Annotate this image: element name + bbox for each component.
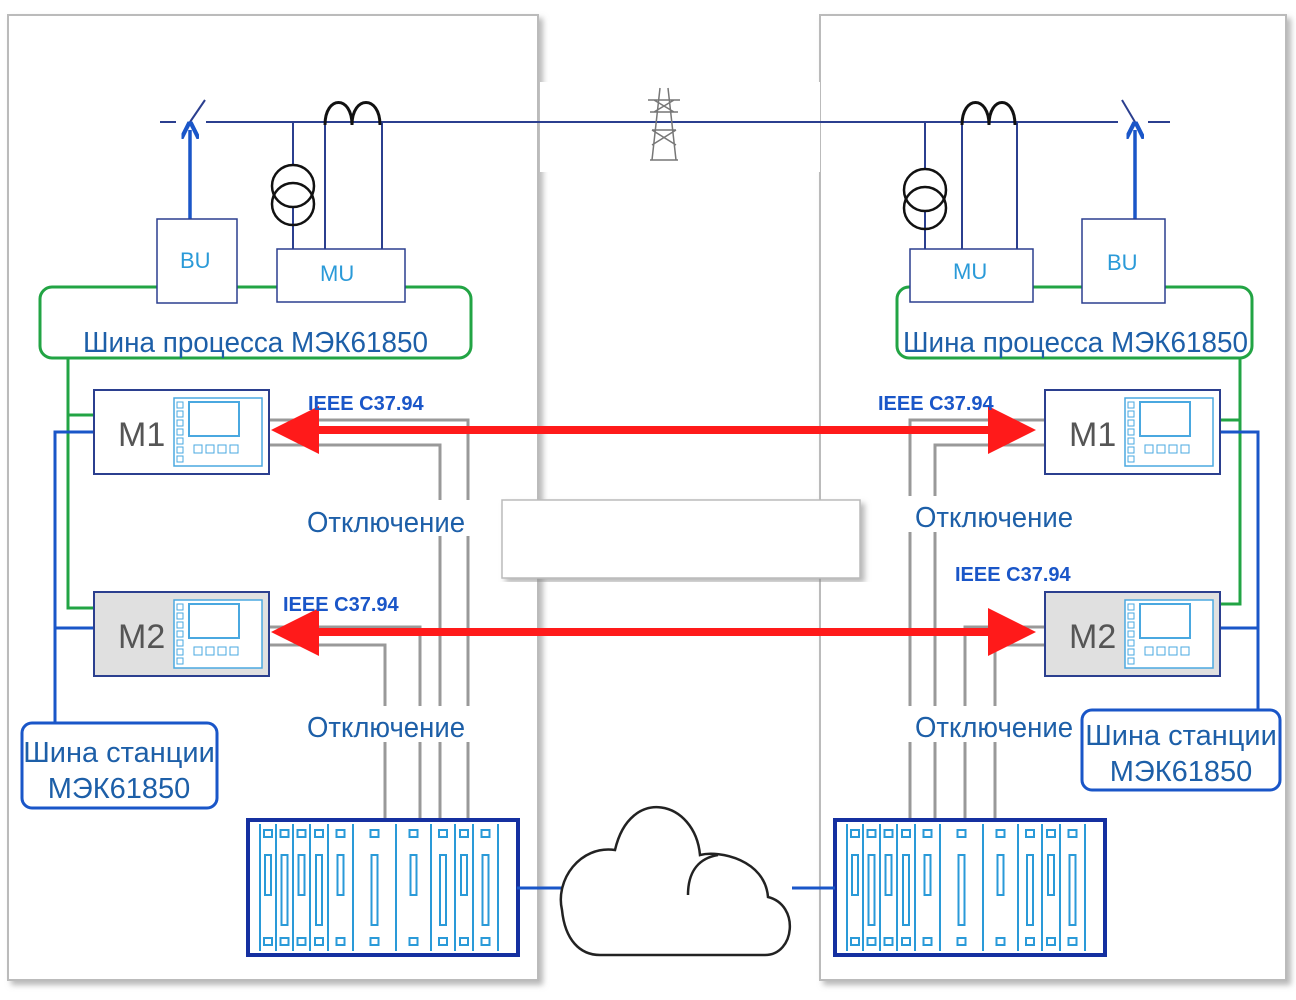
transmission-tower-icon: [648, 87, 680, 161]
line-corridor: [540, 82, 820, 172]
right-process-bus-drop: [1220, 358, 1242, 606]
right-voltage-transformer-icon: [902, 122, 948, 249]
relay-hmi-panel: [1124, 397, 1214, 467]
relay-screen: [188, 401, 240, 437]
left-ieee-m2-label: IEEE C37.94: [283, 594, 400, 616]
left-bu-box: [156, 218, 238, 304]
right-ieee-m1-label: IEEE C37.94: [878, 393, 995, 415]
relay-screen: [188, 603, 240, 639]
middle-white-box: [501, 499, 861, 579]
right-station-bus-label-1: Шина станции: [1085, 720, 1277, 752]
right-teleprotection-rack: [833, 818, 1107, 957]
right-current-transformer-icon: [960, 101, 1018, 249]
left-process-bus: [38, 285, 473, 360]
right-m2-label: M2: [1069, 618, 1116, 656]
left-bu-label: BU: [180, 248, 211, 273]
left-m2-label: M2: [118, 618, 165, 656]
left-trip-label-2: Отключение: [307, 712, 465, 744]
cloud-network-icon: [559, 806, 792, 957]
relay-hmi-panel: [1124, 599, 1214, 669]
right-trip-label-1: Отключение: [915, 502, 1073, 534]
left-process-bus-drop: [66, 358, 94, 610]
right-station-bus-label-2: МЭК61850: [1110, 756, 1253, 788]
left-relay-m1: M1: [93, 389, 270, 475]
right-m1-label: M1: [1069, 416, 1116, 454]
right-bu-label: BU: [1107, 250, 1138, 275]
left-current-transformer-icon: [323, 101, 383, 249]
left-mu-label: MU: [320, 261, 354, 286]
relay-screen: [1139, 603, 1191, 639]
right-mu-box: [909, 248, 1034, 303]
right-relay-m1: M1: [1044, 389, 1221, 475]
left-relay-m2: M2: [93, 591, 270, 677]
left-station-bus-box: [20, 721, 219, 810]
right-trip-label-2: Отключение: [915, 712, 1073, 744]
right-bu-box: [1081, 218, 1166, 304]
left-station-bus-label-2: МЭК61850: [48, 773, 191, 805]
left-m1-label: M1: [118, 416, 165, 454]
right-mu-label: MU: [953, 259, 987, 284]
left-station-bus-label-1: Шина станции: [23, 737, 215, 769]
left-mu-box: [276, 248, 406, 303]
left-process-bus-label: Шина процесса МЭК61850: [83, 327, 428, 359]
left-teleprotection-rack: [246, 818, 520, 957]
right-process-bus: [895, 285, 1254, 360]
left-trip-label-1: Отключение: [307, 507, 465, 539]
right-process-bus-label: Шина процесса МЭК61850: [903, 327, 1248, 359]
relay-hmi-panel: [173, 599, 263, 669]
right-station-bus-box: [1080, 708, 1282, 792]
relay-hmi-panel: [173, 397, 263, 467]
right-ieee-m2-label: IEEE C37.94: [955, 564, 1072, 586]
left-voltage-transformer-icon: [270, 122, 316, 249]
left-station-bus-line: [53, 430, 94, 723]
right-station-bus-line: [1220, 430, 1260, 710]
right-relay-m2: M2: [1044, 591, 1221, 677]
relay-screen: [1139, 401, 1191, 437]
left-ieee-m1-label: IEEE C37.94: [308, 393, 425, 415]
